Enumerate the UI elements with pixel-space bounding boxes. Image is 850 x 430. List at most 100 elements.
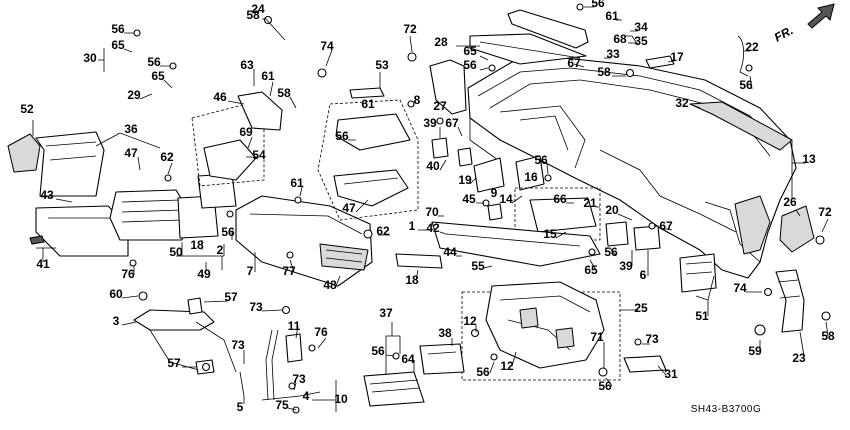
part-label: 73 — [249, 300, 263, 314]
part-label: 48 — [323, 278, 337, 292]
part-label: 59 — [748, 344, 762, 358]
part-label: 73 — [645, 332, 659, 346]
part-label: 71 — [590, 330, 604, 344]
part-label: 65 — [463, 44, 477, 58]
part-label: 52 — [20, 102, 34, 116]
part-label: 56 — [111, 22, 125, 36]
diagram-code: SH43-B3700G — [691, 404, 762, 415]
part-label: 58 — [597, 65, 611, 79]
part-label: 22 — [745, 40, 759, 54]
part-label: 5 — [237, 400, 244, 414]
part-label: 56 — [371, 344, 385, 358]
part-label: 56 — [221, 225, 235, 239]
part-label: 72 — [403, 22, 417, 36]
part-label: 15 — [543, 227, 557, 241]
part-label: 67 — [445, 116, 459, 130]
part-label: 8 — [414, 93, 421, 107]
part-label: 67 — [567, 56, 581, 70]
part-label: 64 — [401, 352, 415, 366]
part-label: 75 — [275, 398, 289, 412]
part-label: 74 — [320, 39, 334, 53]
part-label: 18 — [190, 238, 204, 252]
part-label: 38 — [438, 326, 452, 340]
part-label: 58 — [277, 86, 291, 100]
part-label: 58 — [246, 8, 260, 22]
left-vents-and-bezels — [7, 131, 237, 257]
part-label: 65 — [111, 38, 125, 52]
part-label: 68 — [613, 32, 627, 46]
part-label: 65 — [584, 263, 598, 277]
part-label: 61 — [290, 176, 304, 190]
part-label: 76 — [314, 325, 328, 339]
part-label: 32 — [675, 96, 689, 110]
part-label: 57 — [224, 290, 238, 304]
upper-trims — [429, 9, 749, 115]
part-label: 61 — [261, 69, 275, 83]
part-label: 63 — [240, 58, 254, 72]
part-label: 23 — [792, 351, 806, 365]
part-label: 55 — [471, 259, 485, 273]
part-label: 56 — [476, 365, 490, 379]
part-label: 37 — [379, 306, 393, 320]
part-label: 56 — [739, 78, 753, 92]
part-label: 61 — [605, 9, 619, 23]
part-label: 26 — [783, 195, 797, 209]
part-label: 58 — [821, 329, 835, 343]
part-label: 60 — [109, 287, 123, 301]
part-label: 56 — [335, 129, 349, 143]
part-label: 39 — [423, 116, 437, 130]
part-label: 62 — [376, 224, 390, 238]
part-label: 41 — [36, 257, 50, 271]
part-label: 4 — [303, 389, 310, 403]
part-label: 36 — [124, 122, 138, 136]
part-label: 6 — [640, 268, 647, 282]
part-label: 33 — [606, 47, 620, 61]
right-side-parts — [775, 205, 815, 333]
part-label: 56 — [598, 379, 612, 393]
part-label: 29 — [127, 88, 141, 102]
part-label: 45 — [462, 192, 476, 206]
part-label: 49 — [197, 267, 211, 281]
lower-braces — [239, 329, 321, 401]
part-label: 54 — [252, 148, 266, 162]
part-label: 50 — [169, 245, 183, 259]
part-label: 46 — [213, 90, 227, 104]
part-label: 17 — [670, 50, 684, 64]
part-label: 43 — [40, 188, 54, 202]
part-label: 56 — [534, 153, 548, 167]
glove-box-parts — [191, 87, 419, 221]
part-label: 21 — [583, 196, 597, 210]
part-label: 70 — [425, 205, 439, 219]
part-label: 30 — [83, 51, 97, 65]
part-label: 34 — [634, 20, 648, 34]
part-label: 69 — [239, 125, 253, 139]
part-label: 18 — [405, 273, 419, 287]
part-label: 57 — [167, 356, 181, 370]
part-label: 25 — [634, 301, 648, 315]
part-label: 19 — [458, 173, 472, 187]
part-label: 10 — [334, 392, 348, 406]
part-label: 14 — [499, 192, 513, 206]
part-label: 2 — [217, 243, 224, 257]
part-label: 27 — [433, 99, 447, 113]
part-label: 11 — [288, 319, 301, 333]
part-label: 24 — [251, 2, 265, 16]
lower-trays — [363, 343, 667, 407]
part-label: 13 — [802, 152, 816, 166]
part-label: 77 — [282, 264, 296, 278]
part-label: 39 — [619, 259, 633, 273]
part-label: 31 — [664, 367, 678, 381]
part-label: 28 — [434, 35, 448, 49]
part-label: 16 — [524, 170, 538, 184]
center-switches — [395, 137, 717, 293]
part-label: 12 — [500, 359, 514, 373]
direction-label: FR. — [772, 23, 796, 44]
part-label: 35 — [634, 34, 648, 48]
part-label: 47 — [124, 146, 138, 160]
part-label: 56 — [147, 55, 161, 69]
part-label: 61 — [361, 97, 375, 111]
part-label: 73 — [292, 372, 306, 386]
steering-support-frame — [133, 297, 237, 375]
